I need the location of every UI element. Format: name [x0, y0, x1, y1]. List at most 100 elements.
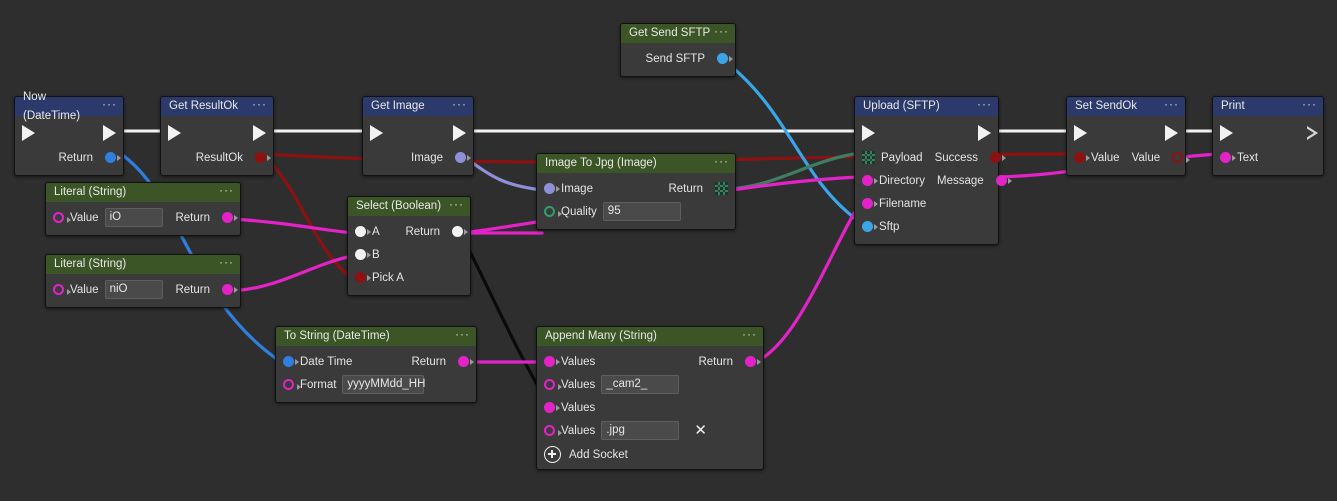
input-field-literal-io-0[interactable]: iO [104, 208, 164, 227]
output-pin-upload-sftp-1[interactable] [995, 175, 1012, 186]
node-menu-icon-set-sendok[interactable]: ··· [1164, 97, 1179, 111]
exec-in-icon-set-sendok[interactable] [1074, 125, 1087, 141]
input-pin-set-sendok-0[interactable] [1074, 152, 1090, 163]
node-header-get-resultok[interactable]: Get ResultOk··· [161, 97, 273, 116]
node-header-to-string-datetime[interactable]: To String (DateTime)··· [276, 327, 476, 346]
input-pin-to-string-datetime-extra-0[interactable] [283, 379, 301, 390]
input-pin-print-extra-0[interactable] [1220, 152, 1236, 163]
input-pin-append-many-0[interactable] [544, 356, 560, 367]
output-pin-literal-io-0[interactable] [222, 212, 238, 223]
input-pin-literal-io-0[interactable] [53, 212, 71, 223]
remove-socket-button-append-many-2[interactable]: ✕ [694, 421, 707, 439]
node-menu-icon-now[interactable]: ··· [102, 97, 117, 111]
node-menu-icon-get-image[interactable]: ··· [452, 97, 467, 111]
node-header-set-sendok[interactable]: Set SendOk··· [1067, 97, 1185, 116]
exec-in-icon-get-resultok[interactable] [168, 125, 181, 141]
input-pin-select-boolean-extra-1[interactable] [355, 272, 371, 283]
input-field-to-string-datetime-extra-0[interactable]: yyyyMMdd_HH [342, 375, 425, 394]
output-pin-to-string-datetime-0[interactable] [458, 356, 474, 367]
input-field-append-many-extra-2[interactable]: .jpg [601, 421, 680, 440]
output-pin-now-0[interactable] [105, 152, 121, 163]
output-pin-get-send-sftp-0[interactable] [717, 53, 733, 64]
input-pin-append-many-extra-2[interactable] [544, 425, 562, 436]
input-pin-select-boolean-0[interactable] [355, 226, 371, 237]
node-menu-icon-literal-io[interactable]: ··· [219, 183, 234, 197]
literal-io-to-select-a[interactable] [230, 217, 354, 235]
output-pin-upload-sftp-0[interactable] [990, 152, 1007, 163]
literal-nio-to-select-b[interactable] [230, 254, 354, 293]
node-get-image[interactable]: Get Image···Image [362, 96, 474, 176]
node-header-get-send-sftp[interactable]: Get Send SFTP··· [621, 24, 735, 43]
exec-out-icon-set-sendok[interactable] [1165, 125, 1178, 141]
node-header-now[interactable]: Now (DateTime)··· [15, 91, 123, 122]
imagetojpg-return-to-upload-payload[interactable] [728, 151, 862, 191]
input-pin-image-to-jpg-extra-0[interactable] [544, 206, 562, 217]
input-field-append-many-extra-0[interactable]: _cam2_ [601, 375, 680, 394]
node-menu-icon-select-boolean[interactable]: ··· [449, 197, 464, 211]
input-pin-image-to-jpg-0[interactable] [544, 183, 560, 194]
node-now[interactable]: Now (DateTime)···Return [14, 91, 124, 176]
exec-out-icon-get-image[interactable] [453, 125, 466, 141]
add-socket-button-append-many[interactable]: Add Socket [537, 442, 763, 463]
node-header-append-many[interactable]: Append Many (String)··· [537, 327, 763, 346]
node-header-upload-sftp[interactable]: Upload (SFTP)··· [855, 97, 998, 116]
input-pin-upload-sftp-extra-0[interactable] [862, 198, 878, 209]
getresultok-to-select-picka[interactable] [259, 152, 354, 281]
node-get-send-sftp[interactable]: Get Send SFTP···Send SFTP [620, 23, 736, 77]
input-pin-select-boolean-extra-0[interactable] [355, 249, 371, 260]
output-pin-get-resultok-0[interactable] [255, 152, 271, 163]
input-pin-append-many-extra-1[interactable] [544, 402, 560, 413]
node-header-print[interactable]: Print··· [1213, 97, 1323, 116]
input-pin-literal-nio-0[interactable] [53, 284, 71, 295]
node-menu-icon-to-string-datetime[interactable]: ··· [455, 327, 470, 341]
output-pin-select-boolean-0[interactable] [452, 226, 468, 237]
input-pin-upload-sftp-0[interactable] [862, 151, 875, 164]
input-field-literal-nio-0[interactable]: niO [104, 280, 164, 299]
node-print[interactable]: Print···Text [1212, 96, 1324, 176]
node-menu-icon-append-many[interactable]: ··· [742, 327, 757, 341]
exec-out-icon-upload-sftp[interactable] [978, 125, 991, 141]
node-menu-icon-get-send-sftp[interactable]: ··· [714, 24, 729, 38]
input-label-literal-nio-0: Value [70, 283, 99, 296]
exec-out-icon-now[interactable] [103, 125, 116, 141]
exec-in-icon-get-image[interactable] [370, 125, 383, 141]
node-header-get-image[interactable]: Get Image··· [363, 97, 473, 116]
exec-in-icon-now[interactable] [22, 125, 35, 141]
exec-in-icon-print[interactable] [1220, 125, 1233, 141]
input-pin-to-string-datetime-0[interactable] [283, 356, 299, 367]
node-header-select-boolean[interactable]: Select (Boolean)··· [348, 197, 470, 216]
node-menu-icon-image-to-jpg[interactable]: ··· [714, 154, 729, 168]
appendmany-return-to-upload-filename[interactable] [754, 198, 864, 364]
output-pin-literal-nio-0[interactable] [222, 284, 238, 295]
exec-in-icon-upload-sftp[interactable] [862, 125, 875, 141]
node-menu-icon-print[interactable]: ··· [1302, 97, 1317, 111]
exec-out-icon-print[interactable] [1306, 125, 1318, 141]
output-pin-get-image-0[interactable] [455, 152, 471, 163]
getsendsftp-to-upload-sftp[interactable] [720, 57, 862, 224]
input-pin-append-many-extra-0[interactable] [544, 379, 562, 390]
node-header-literal-nio[interactable]: Literal (String)··· [46, 255, 240, 274]
node-menu-icon-literal-nio[interactable]: ··· [219, 255, 234, 269]
output-pin-append-many-0[interactable] [745, 356, 761, 367]
input-pin-upload-sftp-1[interactable] [862, 175, 878, 186]
exec-out-icon-get-resultok[interactable] [253, 125, 266, 141]
output-pin-set-sendok-0[interactable] [1172, 152, 1191, 163]
input-field-image-to-jpg-extra-0[interactable]: 95 [602, 202, 681, 221]
output-pin-image-to-jpg-0[interactable] [715, 182, 728, 195]
node-header-image-to-jpg[interactable]: Image To Jpg (Image)··· [537, 154, 735, 173]
node-menu-icon-upload-sftp[interactable]: ··· [977, 97, 992, 111]
node-menu-icon-get-resultok[interactable]: ··· [252, 97, 267, 111]
node-get-resultok[interactable]: Get ResultOk···ResultOk [160, 96, 274, 176]
node-header-literal-io[interactable]: Literal (String)··· [46, 183, 240, 202]
input-pin-upload-sftp-extra-1[interactable] [862, 221, 878, 232]
